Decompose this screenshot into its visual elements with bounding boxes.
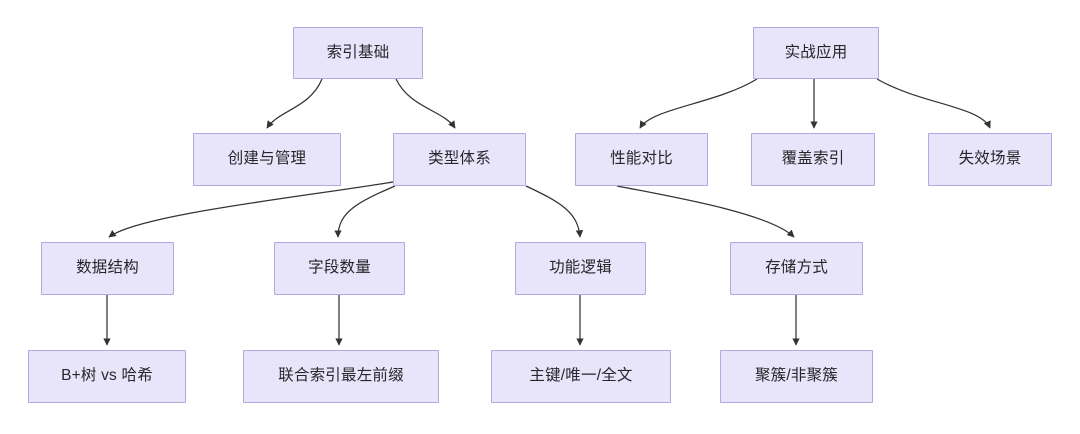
node-label: 创建与管理 [227, 150, 307, 168]
diagram-node-n1[interactable]: 索引基础 [293, 27, 423, 79]
edge-类型体系-to-数据结构 [108, 181, 394, 238]
diagram-node-n9[interactable]: 字段数量 [274, 242, 405, 295]
node-label: 实战应用 [784, 43, 848, 61]
diagram-node-n12[interactable]: B+树 vs 哈希 [28, 350, 186, 403]
diagram-node-n14[interactable]: 主键/唯一/全文 [491, 350, 671, 403]
node-label: 数据结构 [76, 259, 139, 277]
node-label: B+树 vs 哈希 [61, 367, 153, 385]
edge-类型体系-to-字段数量 [334, 185, 396, 238]
diagram-node-n6[interactable]: 覆盖索引 [751, 133, 875, 186]
diagram-node-n3[interactable]: 创建与管理 [193, 133, 341, 186]
edge-索引基础-to-类型体系 [395, 78, 456, 129]
diagram-node-n15[interactable]: 聚簇/非聚簇 [720, 350, 873, 403]
node-label: 索引基础 [326, 43, 390, 61]
diagram-node-n4[interactable]: 类型体系 [393, 133, 526, 186]
node-label: 字段数量 [308, 259, 371, 277]
node-label: 聚簇/非聚簇 [754, 367, 838, 385]
edge-索引基础-to-创建与管理 [266, 78, 323, 129]
diagram-node-n11[interactable]: 存储方式 [730, 242, 863, 295]
diagram-node-n8[interactable]: 数据结构 [41, 242, 174, 295]
node-label: 性能对比 [610, 150, 673, 168]
edge-实战应用-to-失效场景 [876, 78, 991, 129]
diagram-node-n7[interactable]: 失效场景 [928, 133, 1052, 186]
edge-类型体系-to-功能逻辑 [525, 185, 584, 238]
node-label: 类型体系 [428, 150, 491, 168]
node-label: 联合索引最左前缀 [278, 367, 404, 385]
node-label: 功能逻辑 [549, 259, 612, 277]
node-label: 失效场景 [958, 150, 1022, 168]
node-label: 主键/唯一/全文 [529, 367, 633, 385]
node-label: 覆盖索引 [781, 150, 845, 168]
diagram-node-n5[interactable]: 性能对比 [575, 133, 708, 186]
edge-group [103, 78, 991, 346]
diagram-node-n10[interactable]: 功能逻辑 [515, 242, 646, 295]
node-label: 存储方式 [765, 259, 828, 277]
edge-实战应用-to-性能对比 [639, 78, 758, 129]
diagram-node-n2[interactable]: 实战应用 [753, 27, 879, 79]
edge-性能对比-to-存储方式 [616, 185, 795, 238]
diagram-node-n13[interactable]: 联合索引最左前缀 [243, 350, 439, 403]
